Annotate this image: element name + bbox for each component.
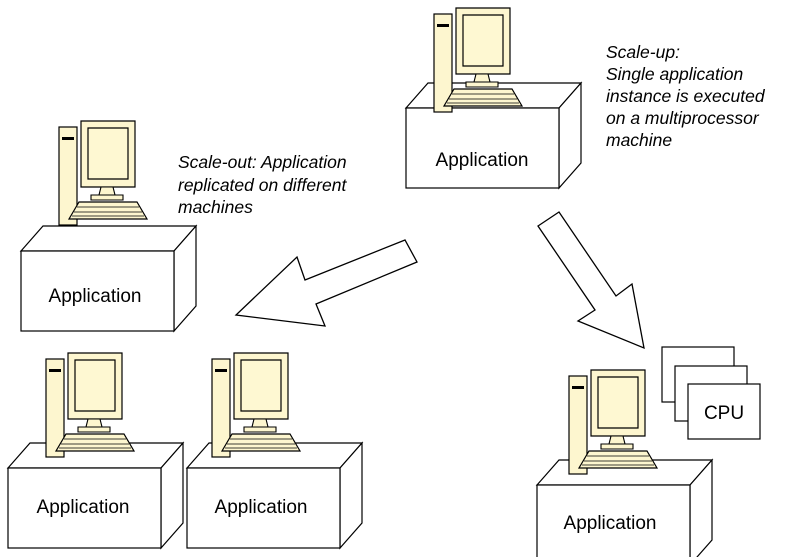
bottom-right-machine: Application (536, 369, 713, 557)
scale-out-caption: Scale-out: Application replicated on dif… (178, 152, 352, 217)
top-machine: Application (405, 7, 582, 189)
application-label: Application (564, 513, 657, 534)
cpu-label: CPU (704, 403, 744, 424)
bottom-middle-machine: Application (186, 352, 363, 549)
scale-up-caption: Scale-up: Single application instance is… (606, 42, 769, 150)
bottom-left-machine: Application (7, 352, 184, 549)
application-label: Application (37, 497, 130, 518)
scale-out-arrow (234, 239, 418, 327)
left-machine: Application (20, 120, 197, 332)
application-label: Application (436, 150, 529, 171)
application-label: Application (215, 497, 308, 518)
cpu-stack: CPU (661, 346, 761, 440)
scale-up-arrow (537, 211, 645, 350)
application-label: Application (49, 286, 142, 307)
